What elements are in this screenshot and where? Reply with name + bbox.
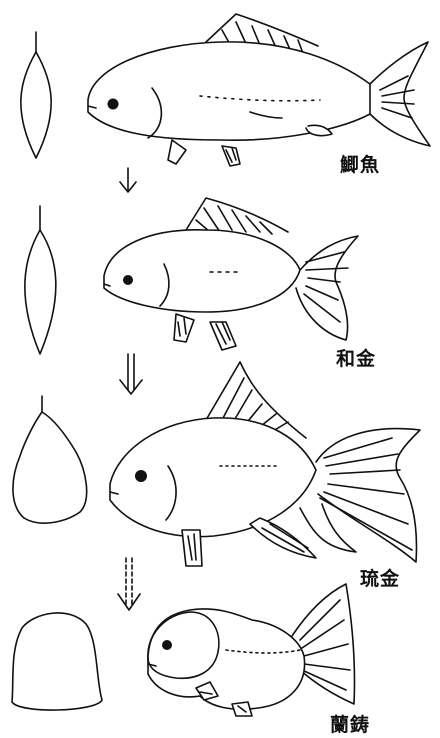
body-outline-crucian	[21, 32, 51, 158]
body-outline-ryukin	[13, 396, 87, 523]
label-ranchu: 蘭鋳	[330, 710, 370, 737]
fish-crucian	[88, 14, 430, 166]
down-arrow-icon	[118, 558, 140, 610]
stage-crucian	[21, 14, 430, 166]
fish-wakin	[104, 198, 358, 350]
stage-ranchu	[12, 584, 355, 716]
down-arrow-icon	[120, 168, 136, 192]
stage-wakin	[25, 198, 358, 354]
label-wakin: 和金	[336, 344, 376, 371]
label-ryukin: 琉金	[360, 564, 400, 591]
fish-ranchu	[148, 584, 355, 716]
body-outline-ranchu	[12, 613, 102, 710]
body-outline-wakin	[25, 206, 56, 354]
label-crucian: 鯽魚	[340, 150, 380, 177]
down-arrow-icon	[120, 354, 142, 394]
fish-ryukin	[110, 362, 420, 566]
stage-ryukin	[13, 362, 420, 566]
